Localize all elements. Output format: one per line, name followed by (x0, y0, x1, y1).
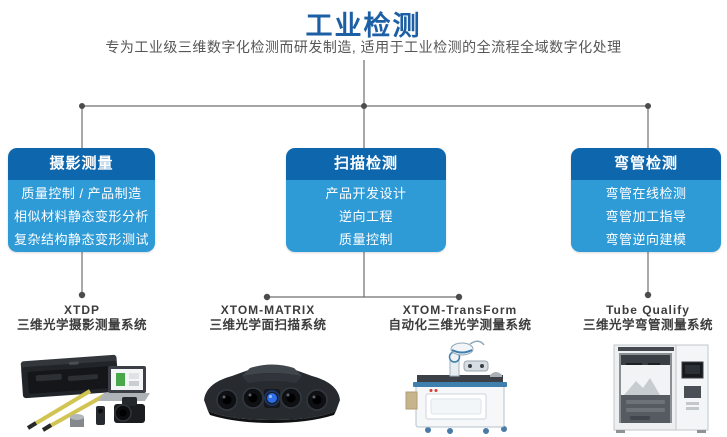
category-item: 复杂结构静态变形测试 (13, 231, 149, 247)
category-item: 相似材料静态变形分析 (13, 208, 149, 224)
xtom-matrix-scanner-image (196, 352, 348, 437)
product-description: 三维光学弯管测量系统 (582, 318, 713, 332)
category-item: 弯管在线检测 (605, 185, 687, 201)
category-item: 弯管加工指导 (605, 208, 687, 224)
product-label-tube-qualify: Tube Qualify 三维光学弯管测量系统 (558, 303, 727, 333)
category-title: 扫描检测 (286, 148, 446, 180)
product-label-xtom-transform: XTOM-TransForm 自动化三维光学测量系统 (370, 303, 550, 333)
category-item: 产品开发设计 (325, 185, 407, 201)
category-title: 弯管检测 (571, 148, 721, 180)
product-label-xtdp: XTDP 三维光学摄影测量系统 (0, 303, 172, 333)
product-description: 自动化三维光学测量系统 (388, 318, 532, 332)
category-item: 弯管逆向建模 (605, 231, 687, 247)
category-item-list: 弯管在线检测 弯管加工指导 弯管逆向建模 (571, 180, 721, 252)
product-name: XTOM-MATRIX (220, 303, 316, 317)
product-name: Tube Qualify (606, 303, 690, 317)
product-description: 三维光学面扫描系统 (209, 318, 327, 332)
product-name: XTOM-TransForm (402, 303, 518, 317)
page-subtitle: 专为工业级三维数字化检测而研发制造, 适用于工业检测的全流程全域数字化处理 (105, 39, 622, 55)
category-item-list: 质量控制 / 产品制造 相似材料静态变形分析 复杂结构静态变形测试 (8, 180, 155, 252)
category-item-list: 产品开发设计 逆向工程 质量控制 (286, 180, 446, 252)
category-item: 质量控制 / 产品制造 (21, 185, 142, 201)
tube-qualify-cabinet-image (602, 340, 720, 437)
category-box-tube-inspection: 弯管检测 弯管在线检测 弯管加工指导 弯管逆向建模 (571, 148, 721, 252)
category-item: 质量控制 (338, 231, 393, 247)
product-name: XTDP (63, 303, 100, 317)
category-item: 逆向工程 (338, 208, 393, 224)
product-description: 三维光学摄影测量系统 (16, 318, 147, 332)
category-box-photogrammetry: 摄影测量 质量控制 / 产品制造 相似材料静态变形分析 复杂结构静态变形测试 (8, 148, 155, 252)
xtdp-photogrammetry-kit-image (10, 340, 160, 437)
xtom-transform-machine-image (398, 338, 523, 437)
product-label-xtom-matrix: XTOM-MATRIX 三维光学面扫描系统 (178, 303, 358, 333)
category-box-scanning: 扫描检测 产品开发设计 逆向工程 质量控制 (286, 148, 446, 252)
category-title: 摄影测量 (8, 148, 155, 180)
page-title: 工业检测 (305, 11, 422, 41)
